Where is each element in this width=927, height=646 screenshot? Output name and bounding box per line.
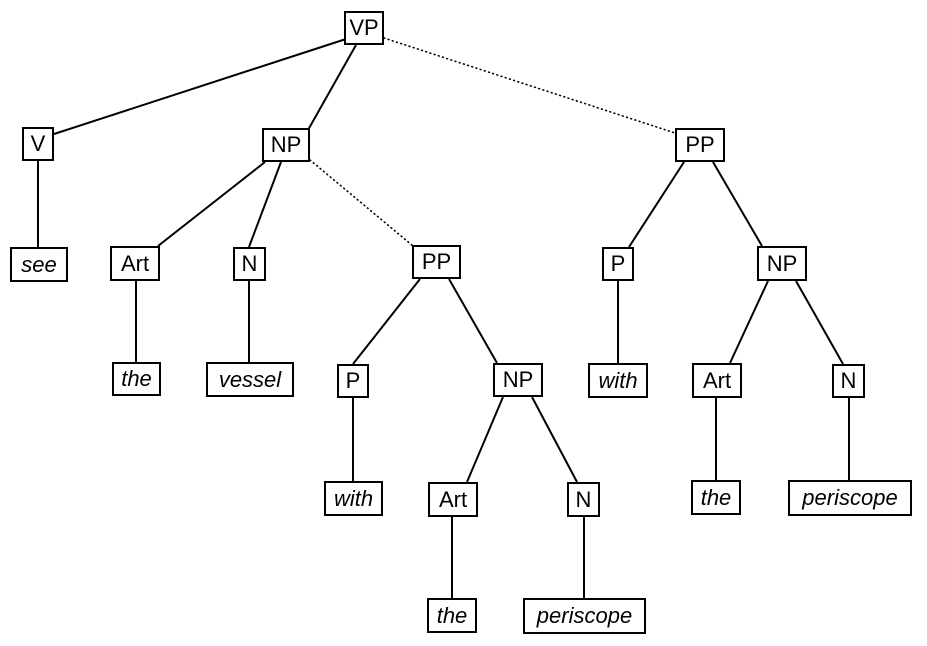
category-node-p_right: P (602, 247, 634, 281)
leaf-node-the1: the (112, 362, 161, 396)
tree-edge-pp_right-to-p_right (628, 161, 685, 248)
category-node-np_inner: NP (493, 363, 543, 397)
leaf-node-periscope_i: periscope (523, 598, 646, 634)
tree-edge-np_right-to-n_r (795, 280, 844, 365)
category-node-pp_right: PP (675, 128, 725, 162)
category-node-art_i: Art (428, 482, 478, 517)
tree-edge-pp_right-to-np_right (712, 161, 763, 247)
tree-edge-np1-to-art1 (157, 161, 266, 247)
tree-edge-np_inner-to-n_i (531, 396, 578, 483)
leaf-node-the_r: the (691, 480, 741, 515)
category-node-n_r: N (832, 364, 865, 398)
leaf-node-the_i: the (427, 598, 477, 633)
leaf-node-with_r: with (588, 363, 648, 398)
category-node-vp: VP (344, 11, 384, 45)
category-node-p_inner: P (337, 364, 369, 398)
tree-edge-vp-to-pp_right (383, 37, 676, 134)
category-node-np_right: NP (757, 246, 807, 281)
category-node-n1: N (233, 247, 266, 281)
tree-edge-np_right-to-art_r (729, 280, 769, 364)
tree-edge-pp_inner-to-np_inner (448, 278, 498, 364)
category-node-art_r: Art (692, 363, 742, 398)
leaf-node-see: see (10, 247, 68, 282)
tree-edge-vp-to-v (53, 38, 347, 135)
leaf-node-vessel: vessel (206, 362, 294, 397)
category-node-art1: Art (110, 246, 160, 281)
tree-edge-vp-to-np1 (307, 44, 357, 131)
leaf-node-with_i: with (324, 481, 383, 516)
category-node-n_i: N (567, 482, 600, 517)
tree-edge-np_inner-to-art_i (466, 396, 504, 483)
category-node-np1: NP (262, 128, 310, 162)
category-node-pp_inner: PP (412, 245, 461, 279)
leaf-node-periscope_r: periscope (788, 480, 912, 516)
category-node-v: V (22, 127, 54, 161)
tree-edge-pp_inner-to-p_inner (352, 278, 421, 365)
tree-edge-np1-to-n1 (248, 161, 282, 248)
tree-edge-np1-to-pp_inner (309, 159, 414, 247)
